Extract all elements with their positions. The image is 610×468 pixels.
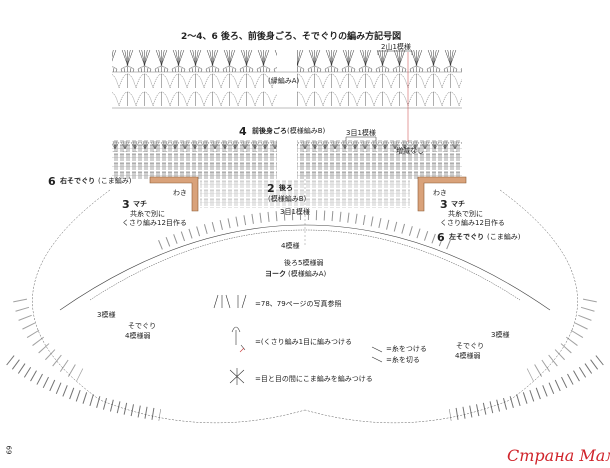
left-armhole-number: 6 — [437, 231, 445, 244]
sleeve-fans-right — [449, 355, 604, 421]
key-attach-text: =糸をつける — [386, 345, 427, 353]
edge-a-band-left — [112, 50, 277, 72]
yoke-arc-outer — [59, 224, 551, 311]
watermark-logo: Страна Мам — [507, 446, 610, 465]
legend-text-2: =(くさり編み1目に編みつける — [255, 338, 353, 346]
key-cut-text: =糸を切る — [386, 356, 420, 364]
left-sleeve-sub: 4模様弱 — [125, 332, 151, 340]
gusset-right-label: マチ — [451, 200, 465, 208]
sleeve-arches-right — [526, 298, 597, 382]
sleeve-fans-left — [6, 355, 161, 421]
yoke-count-label: 後ろ5模様弱 — [284, 259, 324, 267]
gusset-left-label: マチ — [133, 200, 147, 208]
left-armhole-sub: (こま編み) — [487, 233, 521, 241]
yoke-arc-inner — [89, 229, 521, 301]
gusset-right-shape — [417, 176, 467, 212]
legend-symbol-3 — [229, 368, 245, 385]
right-armhole-label: 右そでぐり — [60, 177, 96, 185]
yoke-label: ヨーク — [265, 270, 286, 278]
cut-thread-icon — [371, 356, 383, 363]
legend-symbol-2 — [231, 326, 246, 353]
arch-band-right — [297, 72, 462, 108]
body-b-top-fans-left — [112, 140, 277, 152]
right-sleeve-sub: 4模様弱 — [455, 352, 481, 360]
gusset-left-note2: くさり編み12目作る — [122, 219, 187, 227]
repeat-bracket-mid — [345, 136, 377, 141]
waki-right: わき — [433, 189, 447, 197]
sleeve-arches-left — [13, 298, 84, 382]
outer-arc-left — [32, 189, 306, 424]
gusset-left-number: 3 — [122, 198, 130, 211]
outer-arc-right — [304, 189, 578, 424]
yoke-repeat-label: 4模様 — [281, 242, 300, 250]
front-back-number: 4 — [239, 125, 247, 138]
left-sleeve-repeat: 3模様 — [97, 311, 116, 319]
legend-text-3: =目と目の間にこま編みを編みつける — [255, 375, 373, 383]
center-repeat-label: 3目1模様 — [280, 208, 310, 216]
back-pattern: (模様編みB) — [268, 195, 307, 203]
left-sleeve-label: そでぐり — [128, 322, 157, 330]
front-back-pattern: (模様編みB) — [287, 127, 326, 135]
gusset-right-note1: 共糸で別に — [448, 210, 483, 218]
repeat-label-top: 2山1模様 — [381, 43, 411, 51]
yoke-pattern: (模様編みA) — [288, 270, 327, 278]
chart-title: 2〜4、6 後ろ、前後身ごろ、そでぐりの編み方記号図 — [181, 32, 402, 42]
right-sleeve-label: そでぐり — [456, 342, 485, 350]
no-inc-dec-label: 増減なし — [396, 147, 424, 155]
gusset-right-number: 3 — [440, 198, 448, 211]
left-armhole-label: 左そでぐり — [449, 233, 485, 241]
right-armhole-sub: (こま編み) — [98, 177, 132, 185]
legend-text-1: =78、79ページの写真参照 — [255, 300, 342, 308]
edge-a-band-right — [297, 50, 462, 72]
gusset-left-shape — [149, 176, 199, 212]
right-armhole-number: 6 — [48, 175, 56, 188]
edge-a-label: (縁編みA) — [268, 77, 300, 85]
page-number: 69 — [4, 445, 13, 455]
front-back-label: 前後身ごろ — [252, 127, 287, 135]
back-number: 2 — [267, 182, 275, 195]
repeat-bracket-top — [377, 50, 413, 55]
top-repeat-label: 3目1模様 — [346, 129, 376, 137]
arch-band-left — [112, 72, 277, 108]
back-label: 後ろ — [279, 184, 293, 192]
legend-symbol-1 — [213, 294, 247, 309]
right-sleeve-repeat: 3模様 — [491, 331, 510, 339]
gusset-left-note1: 共糸で別に — [130, 210, 165, 218]
waki-left: わき — [173, 189, 187, 197]
attach-thread-icon — [371, 346, 383, 353]
gusset-right-note2: くさり編み12目作る — [440, 219, 505, 227]
body-b-top-fans-right — [297, 140, 462, 152]
